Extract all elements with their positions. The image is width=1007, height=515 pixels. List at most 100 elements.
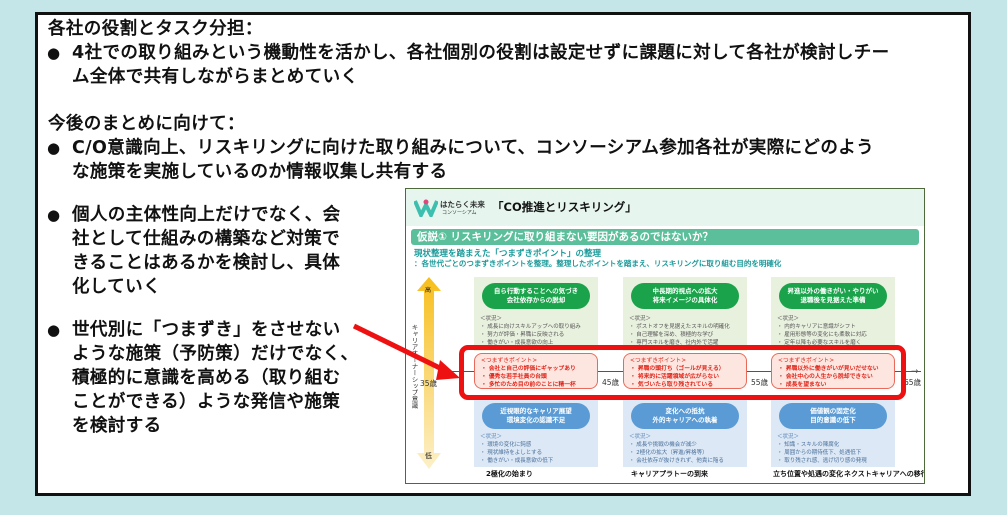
positive-cloud: 中長期的視点への拡大将来イメージの具体化 <box>631 283 739 309</box>
stage-label: ネクストキャリアへの移行 <box>844 470 925 478</box>
situation-text: 成長に向けスキルアップへの取り組み <box>487 324 581 330</box>
stumbling-item: ・ 多忙のため目の前のことに精一杯 <box>481 382 576 388</box>
slide-subtitle: ：各世代ごとのつまずきポイントを整理。整理したポイントを踏まえ、リスキリングに取… <box>414 259 782 268</box>
slide-title: 「CO推進とリスキリング」 <box>492 200 637 214</box>
negative-cloud: 変化への抵抗外的キャリアへの執着 <box>631 403 739 429</box>
bullet-text: 個人の主体性向上だけでなく、会 <box>72 205 341 225</box>
situation-text: 専門スキルを磨き、社内外で活躍 <box>636 340 719 346</box>
timeline-arrowhead-icon: → <box>911 367 919 377</box>
stage-label: キャリアプラトーの到来 <box>631 470 708 478</box>
age-label: 65歳 <box>904 378 922 387</box>
cloud-text: 将来イメージの具体化 <box>652 296 718 304</box>
negative-box: 変化への抵抗外的キャリアへの執着 ＜状況＞ ・ 成長や挑戦の機会が減少・ 2極化の… <box>623 399 747 467</box>
stumbling-text: 多忙のため目の前のことに精一杯 <box>488 382 576 388</box>
situation-item: ・ 成長や挑戦の機会が減少 <box>629 442 697 448</box>
situation-item: ・ 現状維持をよしとする <box>480 450 543 456</box>
bullet-icon: ● <box>47 44 61 62</box>
situation-text: 会社依存が抜けきれず、他責に陥る <box>636 458 724 464</box>
situation-item: ・ 会社依存が抜けきれず、他責に陥る <box>629 458 724 464</box>
situation-item: ・ 自己理解を深め、積極的な学び <box>629 332 714 338</box>
situation-text: 自己理解を深め、積極的な学び <box>636 332 714 338</box>
stumbling-title: <つまずきポイント> <box>630 358 687 364</box>
stumbling-text: 気づいたら取り残されている <box>637 382 714 388</box>
positive-cloud: 自ら行動することへの気づき会社依存からの脱却 <box>482 283 590 309</box>
stumbling-item: ・ 気づいたら取り残されている <box>630 382 714 388</box>
axis-high: 高 <box>425 287 432 294</box>
situation-text: 取り残され感、逃げ切り感の発現 <box>784 458 867 464</box>
logo-text: はたらく未来 <box>440 200 485 209</box>
stumbling-item: ・ 優秀な若手社員の台頭 <box>481 374 547 380</box>
hypothesis-bar: 仮説① リスキリングに取り組まない要因があるのではないか？ <box>411 229 919 245</box>
positive-box: 昇進以外の働きがい・やりがい退職後を見据えた準備 ＜状況＞・ 内的キャリアに意識… <box>771 277 895 351</box>
slide-subtitle: 現状整理を踏まえた「つまずきポイント」の整理 <box>414 249 602 259</box>
situation-label: ＜状況＞ <box>777 434 800 440</box>
bullet-icon: ● <box>47 139 61 157</box>
stumbling-point-box: <つまずきポイント>・ 昇職以外に働きがいが見いだせない・ 会社中心の人生から脱… <box>771 353 895 389</box>
situation-text: 2極化の拡大（昇進/昇格等） <box>636 450 708 456</box>
bullet-icon: ● <box>47 206 61 224</box>
situation-item: ・ 2極化の拡大（昇進/昇格等） <box>629 450 708 456</box>
situation-item: ・ 努力が評価・昇職に反映される <box>480 332 565 338</box>
bullet-text: 積極的に意識を高める（取り組む <box>72 368 341 388</box>
situation-text: 定年以降も必要なスキルを磨く <box>784 340 862 346</box>
bullet-text: 4社での取り組みという機動性を活かし、各社個別の役割は設定せずに課題に対して各社… <box>72 43 890 63</box>
bullet-text: 世代別に「つまずき」をさせない <box>72 320 341 340</box>
situation-text: 成長や挑戦の機会が減少 <box>636 442 697 448</box>
stumbling-point-box: <つまずきポイント>・ 会社と自己の評価にギャップあり・ 優秀な若手社員の台頭・… <box>474 353 598 389</box>
cloud-text: 外的キャリアへの執着 <box>652 416 718 424</box>
situation-item: ・ 取り残され感、逃げ切り感の発現 <box>777 458 867 464</box>
bullet-text: きることはあるかを検討し、具体 <box>72 253 341 273</box>
stumbling-text: 会社中心の人生から脱却できない <box>785 374 873 380</box>
section-heading-roles: 各社の役割とタスク分担： <box>48 19 263 39</box>
positive-box: 自ら行動することへの気づき会社依存からの脱却 ＜状況＞・ 成長に向けスキルアップ… <box>474 277 598 351</box>
situation-item: ・ ポストオフを見据えたスキルの明確化 <box>629 324 730 330</box>
situation-item: ・ 周囲からの期待低下、処遇低下 <box>777 450 862 456</box>
stumbling-text: 会社と自己の評価にギャップあり <box>488 366 576 372</box>
bullet-icon: ● <box>47 321 61 339</box>
stumbling-item: ・ 昇職以外に働きがいが見いだせない <box>778 366 879 372</box>
stumbling-text: 成長を望まない <box>785 382 827 388</box>
situation-label: ＜状況＞ <box>629 434 652 440</box>
age-label: 55歳 <box>751 378 769 387</box>
positive-box: 中長期的視点への拡大将来イメージの具体化 ＜状況＞・ ポストオフを見据えたスキル… <box>623 277 747 351</box>
situation-text: ポストオフを見据えたスキルの明確化 <box>636 324 730 330</box>
negative-box: 価値観の固定化目的意識の低下 ＜状況＞ ・ 知識・スキルの陳腐化・ 周囲からの期待… <box>771 399 895 467</box>
situation-text: 周囲からの期待低下、処遇低下 <box>784 450 862 456</box>
situation-text: 現状維持をよしとする <box>487 450 543 456</box>
positive-cloud: 昇進以外の働きがい・やりがい退職後を見据えた準備 <box>779 283 887 309</box>
axis-label: キャリアオーナーシップ意識 <box>410 324 418 409</box>
slide-header <box>406 189 924 226</box>
stumbling-text: 昇職以外に働きがいが見いだせない <box>785 366 879 372</box>
situation-label: ＜状況＞ <box>777 316 800 322</box>
cloud-text: 環境変化の認識不足 <box>506 416 566 424</box>
axis-low: 低 <box>425 452 432 460</box>
situation-label: ＜状況＞ <box>480 316 503 322</box>
situation-item: ・ 専門スキルを磨き、社内外で活躍 <box>629 340 719 346</box>
ownership-axis-arrow <box>417 277 441 469</box>
situation-text: 働きがい・成長意欲の低下 <box>487 458 554 464</box>
cloud-text: 退職後を見据えた準備 <box>800 296 866 304</box>
negative-cloud: 価値観の固定化目的意識の低下 <box>779 403 887 429</box>
cloud-text: 昇進以外の働きがい・やりがい <box>787 287 879 295</box>
stumbling-point-box: <つまずきポイント>・ 昇職の頭打ち（ゴールが見える）・ 将来的に活躍領域が広が… <box>623 353 747 389</box>
situation-text: 努力が評価・昇職に反映される <box>487 332 565 338</box>
situation-item: ・ 雇用形態等の変化にも柔軟に対応 <box>777 332 867 338</box>
bullet-text: ム全体で共有しながらまとめていく <box>72 67 359 87</box>
logo-sub: コンソーシアム <box>442 210 477 216</box>
situation-text: 環境の変化に鈍感 <box>487 442 532 448</box>
stumbling-text: 優秀な若手社員の台頭 <box>488 374 547 380</box>
situation-text: 内的キャリアに意識がシフト <box>784 324 856 330</box>
cloud-text: 目的意識の低下 <box>810 416 856 424</box>
situation-item: ・ 知識・スキルの陳腐化 <box>777 442 840 448</box>
cloud-text: 変化への抵抗 <box>665 407 705 415</box>
stumbling-item: ・ 成長を望まない <box>778 382 827 388</box>
situation-text: 知識・スキルの陳腐化 <box>784 442 840 448</box>
embedded-slide: はたらく未来 コンソーシアム 「CO推進とリスキリング」 仮説① リスキリングに… <box>405 188 925 484</box>
section-heading-next: 今後のまとめに向けて： <box>48 114 245 134</box>
cloud-text: 近視眼的なキャリア展望 <box>500 407 572 415</box>
situation-item: ・ 定年以降も必要なスキルを磨く <box>777 340 862 346</box>
cloud-text: 価値観の固定化 <box>810 407 856 415</box>
cloud-text: 自ら行動することへの気づき <box>493 287 579 295</box>
situation-item: ・ 働きがい・成長意欲の低下 <box>480 458 554 464</box>
bullet-text: ような施策（予防策）だけでなく、 <box>72 344 359 364</box>
